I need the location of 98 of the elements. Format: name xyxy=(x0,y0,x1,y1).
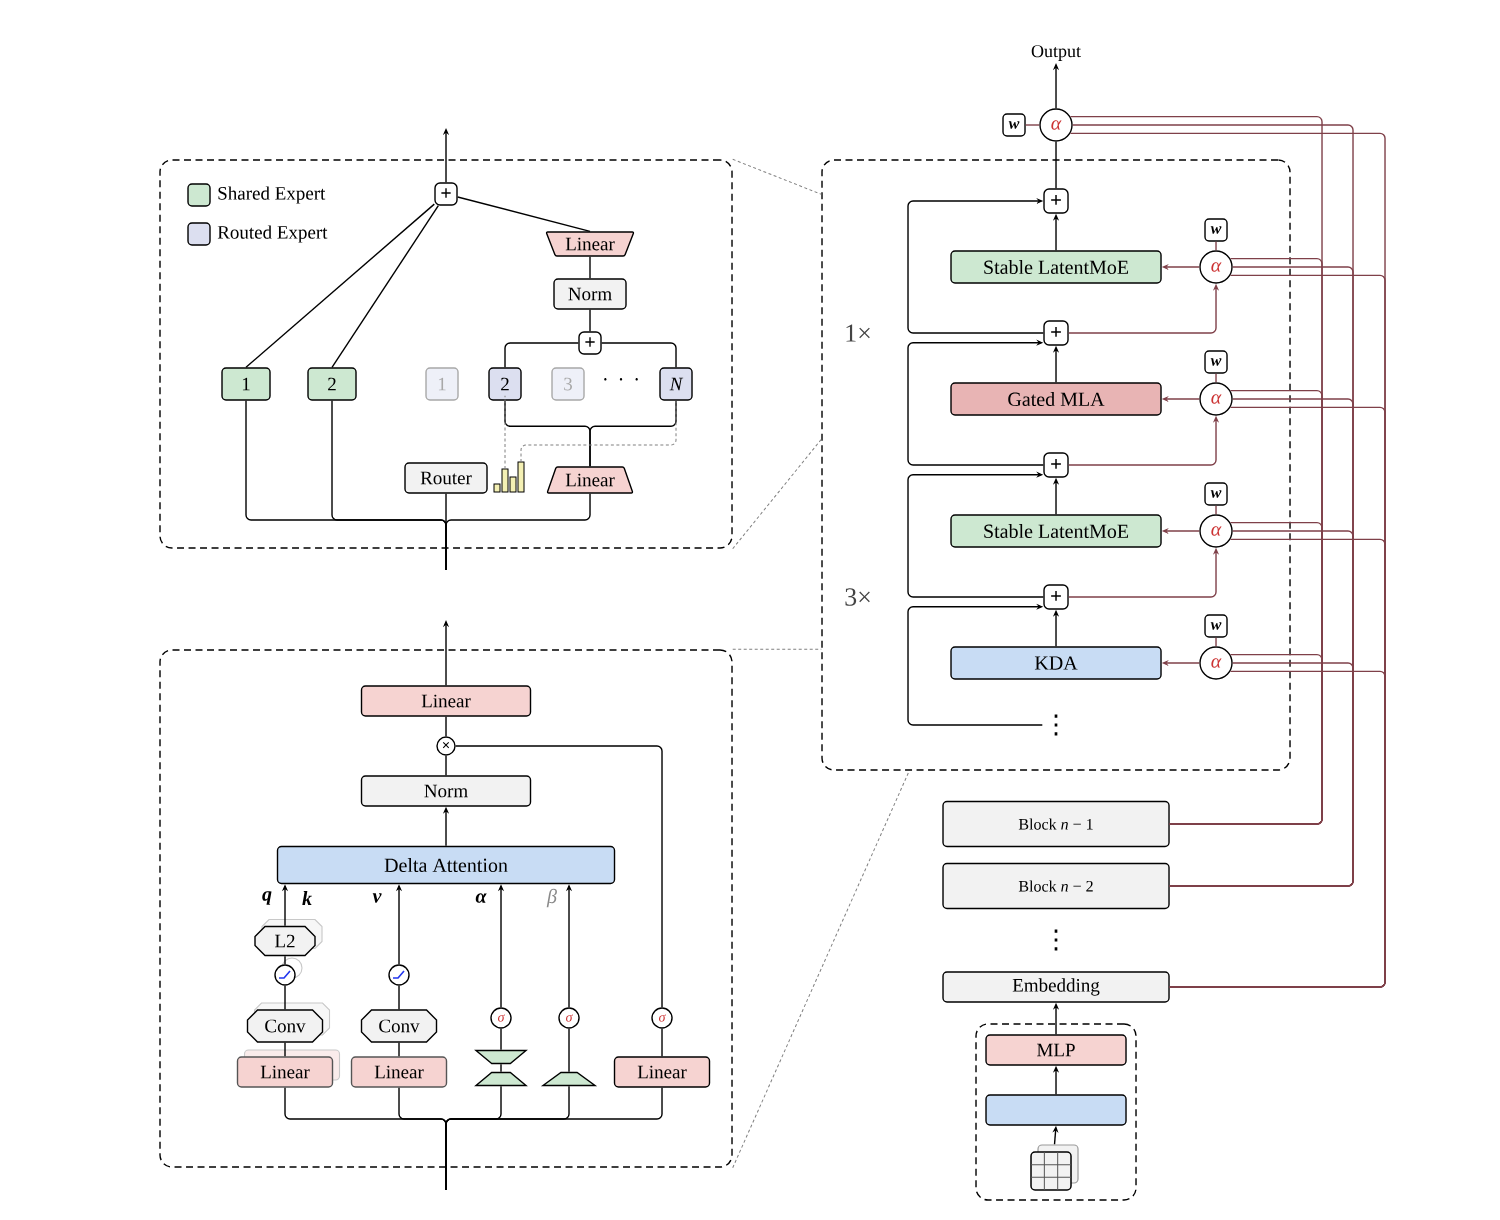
symbol-label: q xyxy=(262,891,272,905)
connector-line xyxy=(1169,662,1354,887)
output-label: Output xyxy=(1031,45,1081,61)
repeat-label: 1× xyxy=(846,324,870,342)
process-box: Gated MLA xyxy=(950,382,1162,416)
trapezoid-box: Linear xyxy=(545,231,635,257)
process-box: Stable LatentMoE xyxy=(950,514,1162,548)
connector-line xyxy=(284,985,286,1010)
connector-line xyxy=(568,1028,570,1073)
block-box: Embedding xyxy=(942,971,1170,1003)
dashed-panel xyxy=(159,649,733,1168)
block-box: Block n − 2 xyxy=(942,862,1170,910)
connector-line xyxy=(1169,653,1323,825)
legend-text: Shared Expert xyxy=(218,186,326,204)
process-box xyxy=(985,1094,1127,1126)
trapezoid xyxy=(474,1049,528,1065)
plus-box: + xyxy=(434,182,458,206)
expert-box: 2 xyxy=(488,367,522,401)
process-box: Delta Attention xyxy=(276,845,616,885)
process-box: Linear xyxy=(350,1056,448,1088)
weight-box: w xyxy=(1002,113,1026,137)
connector-line xyxy=(1055,141,1057,189)
bar-chart-icon xyxy=(493,461,525,493)
plus-box: + xyxy=(1043,452,1069,478)
repeat-label: 3× xyxy=(845,588,870,606)
plus-box: + xyxy=(1043,188,1069,214)
process-box: Norm xyxy=(360,775,532,807)
plus-box: + xyxy=(1043,320,1069,346)
process-box: Norm xyxy=(553,278,627,310)
process-box: Router xyxy=(404,462,488,494)
connector-line xyxy=(398,1042,400,1057)
dashed-line xyxy=(504,395,506,470)
connector-line xyxy=(1169,670,1386,988)
arrow xyxy=(907,339,1044,466)
dashed-panel xyxy=(821,159,1291,771)
connector-line xyxy=(500,1028,502,1051)
connector-line xyxy=(284,955,286,965)
process-box: Linear xyxy=(236,1056,334,1088)
weight-box: w xyxy=(1204,218,1228,242)
connector-line xyxy=(504,342,579,368)
process-box: KDA xyxy=(950,646,1162,680)
connector-line xyxy=(445,755,447,776)
process-box: Stable LatentMoE xyxy=(950,250,1162,284)
dashed-panel xyxy=(159,159,733,549)
connector-line xyxy=(601,342,677,368)
legend-text: Routed Expert xyxy=(217,225,328,243)
connector-line xyxy=(1215,637,1217,647)
ellipsis: · · · xyxy=(604,378,638,381)
connector-line xyxy=(445,716,447,737)
connector-line xyxy=(284,1042,286,1057)
connector-line xyxy=(1215,241,1217,251)
image-stack-icon xyxy=(1030,1144,1079,1191)
symbol-label: k xyxy=(302,891,312,905)
expert-box: 3 xyxy=(551,367,585,401)
expert-box: 2 xyxy=(307,367,357,401)
arrow xyxy=(907,471,1044,598)
process-box: Linear xyxy=(360,685,532,717)
process-box: MLP xyxy=(985,1034,1127,1066)
connector-line xyxy=(661,1028,663,1057)
symbol-label: β xyxy=(546,888,557,908)
weight-box: w xyxy=(1204,614,1228,638)
connector-line xyxy=(455,745,663,1008)
connector-line xyxy=(589,256,591,279)
connector-line xyxy=(331,205,440,368)
expert-box: 1 xyxy=(221,367,271,401)
dashed-panel xyxy=(975,1023,1137,1201)
connector-line xyxy=(445,493,591,571)
weight-box: w xyxy=(1204,350,1228,374)
arrow xyxy=(907,197,1044,334)
connector-line xyxy=(500,1063,502,1073)
connector-line xyxy=(1025,124,1040,126)
vertical-ellipsis: ⋮ xyxy=(1054,929,1058,951)
octagon-box: L2 xyxy=(254,925,316,957)
plus-box: + xyxy=(1043,584,1069,610)
dashed-line xyxy=(732,158,822,195)
dashed-line xyxy=(520,400,677,463)
octagon-box: Conv xyxy=(360,1009,438,1043)
connector-line xyxy=(1215,373,1217,383)
process-box: Linear xyxy=(613,1056,711,1088)
expert-box: 1 xyxy=(425,367,459,401)
dashed-line xyxy=(732,438,822,550)
dashed-line xyxy=(732,770,910,1169)
connector-line xyxy=(457,196,591,232)
connector-line xyxy=(245,203,435,368)
connector-line xyxy=(589,309,591,332)
connector-line xyxy=(589,400,677,467)
expert-box: N xyxy=(659,367,693,401)
connector-line xyxy=(398,985,400,1010)
vertical-ellipsis: ⋮ xyxy=(1054,714,1058,736)
symbol-label: v xyxy=(372,893,382,903)
octagon-box: Conv xyxy=(246,1009,324,1043)
plus-box: + xyxy=(578,331,602,355)
connector-line xyxy=(445,1087,663,1191)
trapezoid-box: Linear xyxy=(546,466,634,494)
symbol-label: α xyxy=(475,893,487,903)
block-box: Block n − 1 xyxy=(942,800,1170,848)
weight-box: w xyxy=(1204,482,1228,506)
connector-line xyxy=(1215,505,1217,515)
